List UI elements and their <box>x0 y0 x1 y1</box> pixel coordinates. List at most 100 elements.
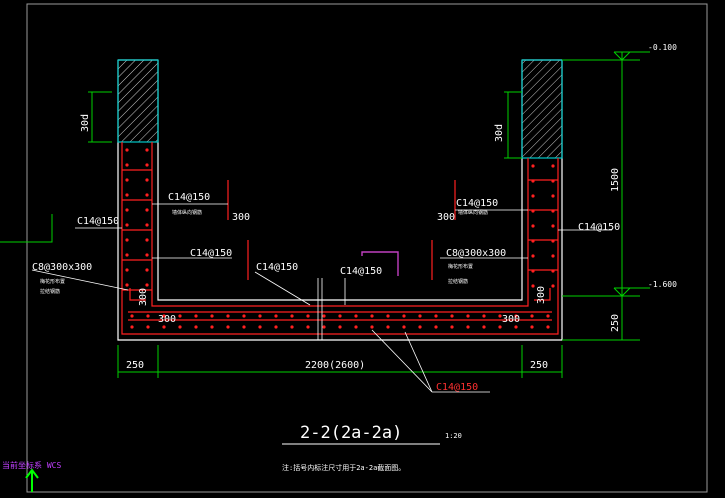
section-cut-mark <box>361 251 399 276</box>
right-wall-30d: 30d <box>494 124 505 142</box>
rebar-dot <box>530 314 534 318</box>
dim-left-width: 250 <box>126 360 144 371</box>
left-corner-300: 300 <box>158 314 176 325</box>
rebar-dot <box>145 148 149 152</box>
rebar-dot <box>145 238 149 242</box>
rebar-dot <box>322 325 326 329</box>
rebar-dot <box>290 325 294 329</box>
left-wall-30d: 30d <box>80 114 91 132</box>
rebar-dot <box>125 253 129 257</box>
rebar-dot <box>125 238 129 242</box>
rebar-dot <box>551 194 555 198</box>
rebar-dot <box>145 253 149 257</box>
rebar-dot <box>466 314 470 318</box>
rebar-dot <box>530 325 534 329</box>
rebar-dot <box>242 325 246 329</box>
rebar-dot <box>322 314 326 318</box>
rebar-dot <box>162 325 166 329</box>
left-stirrup-note2: 拉结钢筋 <box>40 288 60 295</box>
dim-height-main: 1500 <box>610 168 621 192</box>
rebar-dot <box>125 283 129 287</box>
left-top-rebar-label: C14@150 <box>168 192 210 203</box>
ucs-label: 当前坐标系 WCS <box>2 460 61 470</box>
left-mid-rebar-label: C14@150 <box>190 248 232 259</box>
dim-height-slab: 250 <box>610 314 621 332</box>
rebar-dot <box>338 325 342 329</box>
rebar-dot <box>145 283 149 287</box>
rebar-dot <box>258 314 262 318</box>
right-corner-300: 300 <box>502 314 520 325</box>
rebar-dot <box>242 314 246 318</box>
rebar-dot <box>125 178 129 182</box>
rebar-dot <box>531 224 535 228</box>
left-stirrup-label: C8@300x300 <box>32 262 92 273</box>
rebar-dot <box>145 223 149 227</box>
rebar-dot <box>551 179 555 183</box>
left-corner-300b: 300 <box>138 288 149 306</box>
rebar-dot <box>531 269 535 273</box>
right-top-rebar-note: 墙体纵向钢筋 <box>458 209 488 216</box>
rebar-dot <box>306 314 310 318</box>
elev-bottom: -1.600 <box>648 280 677 289</box>
rebar-dot <box>178 314 182 318</box>
right-300-label: 300 <box>437 212 455 223</box>
rebar-dot <box>125 223 129 227</box>
right-stirrup-label: C8@300x300 <box>446 248 506 259</box>
elev-top: -0.100 <box>648 43 677 52</box>
rebar-dot <box>546 325 550 329</box>
rebar-dot <box>125 148 129 152</box>
dim-center-width: 2200(2600) <box>305 360 365 371</box>
rebar-dot <box>146 325 150 329</box>
rebar-dot <box>125 208 129 212</box>
right-top-rebar-label: C14@150 <box>456 198 498 209</box>
dim-right-width: 250 <box>530 360 548 371</box>
left-side-rebar-label: C14@150 <box>77 216 119 227</box>
rebar-dot <box>482 314 486 318</box>
rebar-dot <box>402 314 406 318</box>
rebar-dot <box>402 325 406 329</box>
rebar-dot <box>178 325 182 329</box>
rebar-dot <box>514 314 518 318</box>
rebar-dot <box>418 314 422 318</box>
rebar-dot <box>290 314 294 318</box>
drawing-scale: 1:20 <box>445 432 462 440</box>
rebar-dot <box>306 325 310 329</box>
rebar-dot <box>125 193 129 197</box>
rebar-dot <box>194 325 198 329</box>
rebar-dot <box>354 314 358 318</box>
rebar-dot <box>498 325 502 329</box>
rebar-dot <box>210 314 214 318</box>
viewport-frame <box>26 3 708 493</box>
rebar-dot <box>145 163 149 167</box>
rebar-dot <box>354 325 358 329</box>
rebar-dot <box>546 314 550 318</box>
rebar-dot <box>551 269 555 273</box>
right-stirrup-note1: 梅花形布置 <box>448 263 473 270</box>
rebar-lines <box>121 142 559 335</box>
rebar-dot <box>146 314 150 318</box>
rebar-dot <box>145 178 149 182</box>
rebar-dot <box>551 164 555 168</box>
rebar-dot <box>258 325 262 329</box>
rebar-dot <box>130 314 134 318</box>
drawing-title: 2-2(2a-2a) <box>300 423 402 443</box>
left-300-label: 300 <box>232 212 250 223</box>
rebar-dot <box>418 325 422 329</box>
rebar-dot <box>551 284 555 288</box>
rebar-dot <box>145 208 149 212</box>
rebar-dot <box>450 325 454 329</box>
rebar-dot <box>531 209 535 213</box>
rebar-dot <box>130 325 134 329</box>
right-corner-300b: 300 <box>536 286 547 304</box>
rebar-dot <box>125 268 129 272</box>
rebar-dot <box>531 179 535 183</box>
rebar-dot <box>531 194 535 198</box>
bottom-rebar-label: C14@150 <box>436 382 478 393</box>
rebar-dot <box>162 314 166 318</box>
rebar-dot <box>274 314 278 318</box>
left-stirrup-note1: 梅花形布置 <box>40 278 65 285</box>
rebar-dot <box>125 163 129 167</box>
rebar-dot <box>370 314 374 318</box>
rebar-dot <box>531 239 535 243</box>
